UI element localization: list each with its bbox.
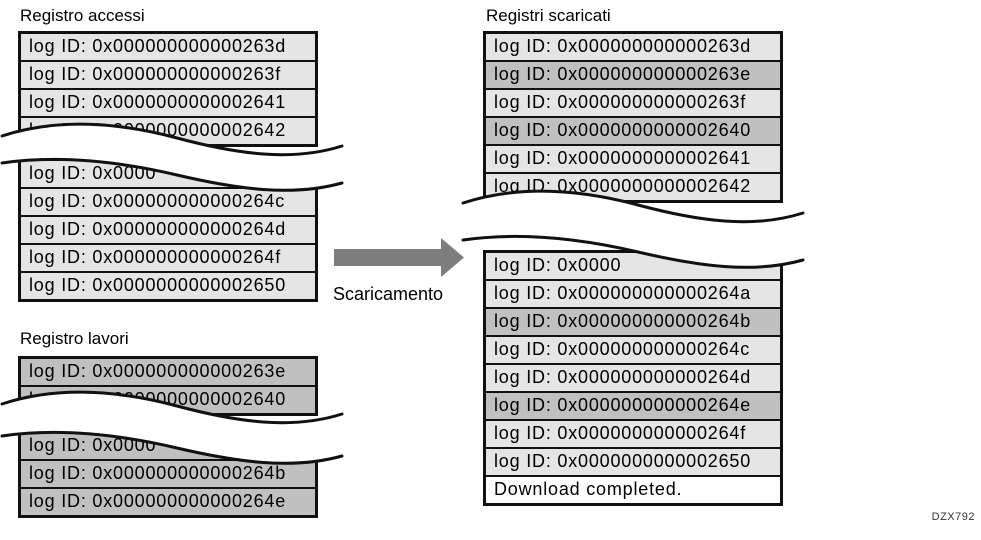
log-row: log ID: 0x000000000000264c xyxy=(486,337,780,365)
log-row: log ID: 0x0000000000002650 xyxy=(486,449,780,477)
access-log-title: Registro accessi xyxy=(20,6,145,25)
log-row: log ID: 0x000000000000264e xyxy=(21,489,315,515)
log-row: log ID: 0x000000000000264f xyxy=(21,245,315,273)
log-row: log ID: 0x000000000000264d xyxy=(21,217,315,245)
job-log-title: Registro lavori xyxy=(20,329,129,348)
log-row: log ID: 0x000000000000263d xyxy=(21,34,315,62)
log-row: log ID: 0x000000000000263e xyxy=(21,359,315,387)
log-row: Download completed. xyxy=(486,477,780,503)
log-row: log ID: 0x000000000000264b xyxy=(21,461,315,489)
figure-code: DZX792 xyxy=(931,511,975,523)
log-row: log ID: 0x000000000000263d xyxy=(486,34,780,62)
download-arrow-icon xyxy=(334,238,464,277)
downloaded-logs-title: Registri scaricati xyxy=(486,6,611,25)
log-row: log ID: 0x000000000000264f xyxy=(486,421,780,449)
log-row: log ID: 0x000000000000263e xyxy=(486,62,780,90)
log-row: log ID: 0x0000000000002641 xyxy=(486,146,780,174)
log-row: log ID: 0x000000000000264e xyxy=(486,393,780,421)
download-arrow-label: Scaricamento xyxy=(333,284,444,304)
tear-wave-icon xyxy=(461,189,805,269)
tear-wave-icon xyxy=(0,390,344,465)
log-row: log ID: 0x000000000000263f xyxy=(486,90,780,118)
log-row: log ID: 0x000000000000264b xyxy=(486,309,780,337)
log-row: log ID: 0x000000000000264a xyxy=(486,281,780,309)
log-row: log ID: 0x0000000000002640 xyxy=(486,118,780,146)
log-row: log ID: 0x000000000000264d xyxy=(486,365,780,393)
log-row: log ID: 0x000000000000263f xyxy=(21,62,315,90)
tear-wave-icon xyxy=(0,122,344,192)
log-row: log ID: 0x000000000000264c xyxy=(21,189,315,217)
log-row: log ID: 0x0000000000002650 xyxy=(21,273,315,299)
log-row: log ID: 0x0000000000002641 xyxy=(21,90,315,118)
